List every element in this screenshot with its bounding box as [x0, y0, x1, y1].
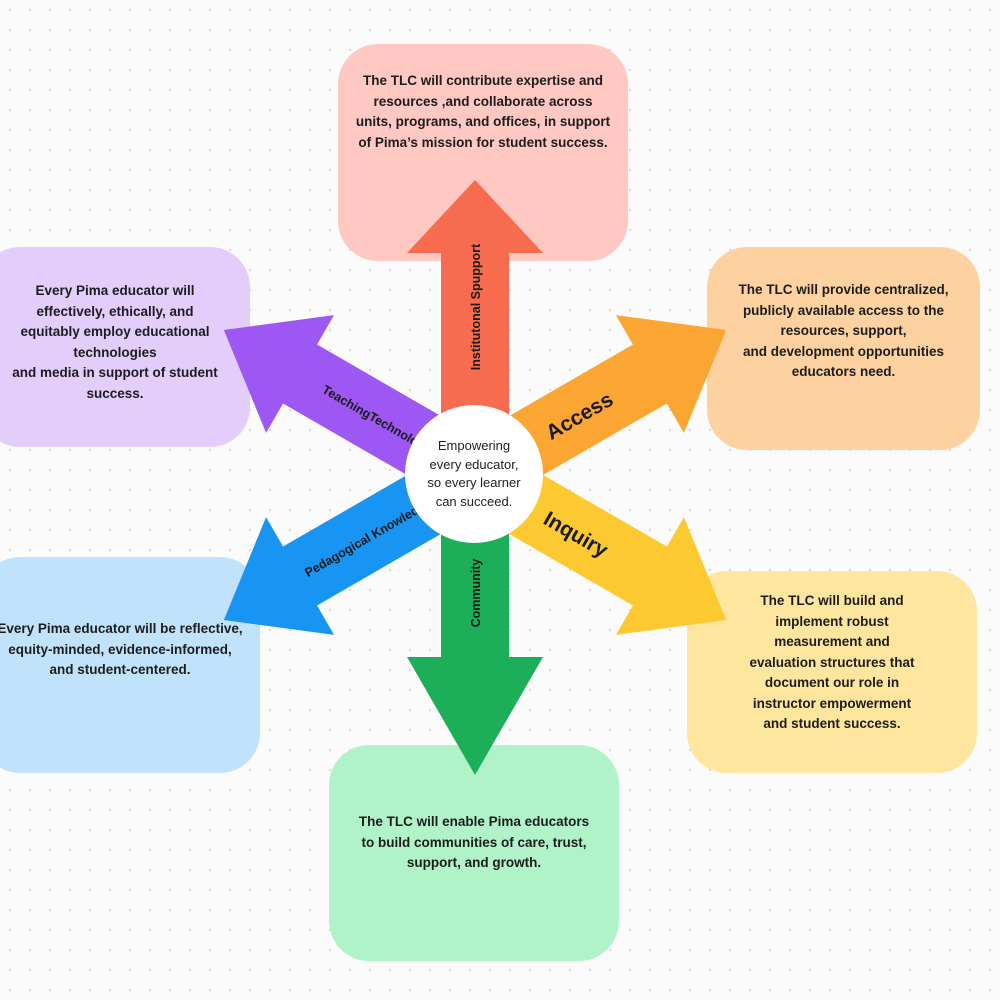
- inquiry-box: The TLC will build and implement robust …: [687, 571, 977, 773]
- institutional-support-arrow: Institutonal Spupport: [407, 180, 543, 475]
- community-arrow: Community: [407, 475, 543, 775]
- community-arrow-shape: [407, 475, 543, 775]
- center-hub: Empowering every educator, so every lear…: [405, 405, 543, 543]
- institutional-support-box: The TLC will contribute expertise and re…: [338, 44, 628, 261]
- community-box: The TLC will enable Pima educators to bu…: [329, 745, 619, 961]
- institutional-support-arrow-shape: [407, 180, 543, 475]
- center-hub-text: Empowering every educator, so every lear…: [427, 438, 521, 509]
- teaching-technology-box: Every Pima educator will effectively, et…: [0, 247, 250, 447]
- pedagogical-knowledge-box: Every Pima educator will be reflective, …: [0, 557, 260, 773]
- access-box: The TLC will provide centralized, public…: [707, 247, 980, 450]
- community-arrow-label: Community: [469, 559, 483, 628]
- institutional-support-arrow-label: Institutonal Spupport: [469, 243, 483, 370]
